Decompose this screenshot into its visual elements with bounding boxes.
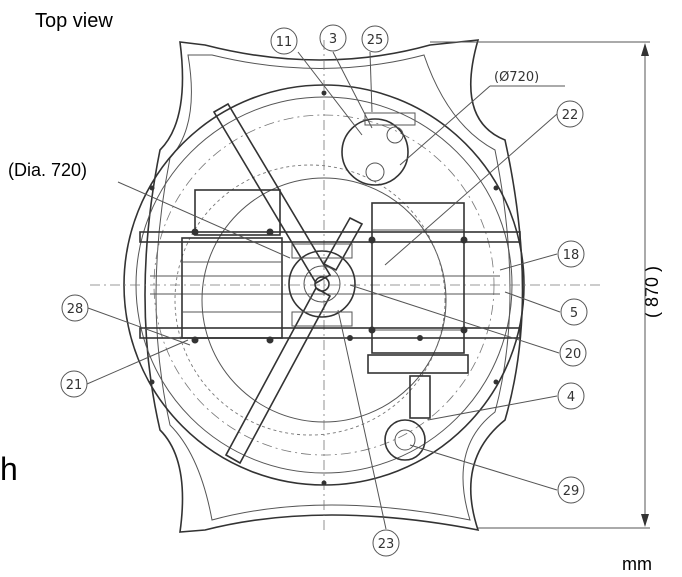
right-motor-base xyxy=(367,354,469,374)
dash-circle-mid xyxy=(174,164,446,436)
callout-4: 4 xyxy=(557,382,585,410)
left-frame xyxy=(181,237,283,339)
aux-unit-bottom-inner xyxy=(394,429,416,451)
svg-text:25: 25 xyxy=(367,33,384,48)
view-title: Top view xyxy=(35,10,113,32)
callout-20: 20 xyxy=(559,339,587,367)
svg-text:11: 11 xyxy=(276,35,293,50)
central-hub xyxy=(288,250,356,318)
left-motor-housing xyxy=(194,189,281,236)
hub-bracket xyxy=(291,311,353,327)
diameter-label: (Dia. 720) xyxy=(8,160,87,180)
dimension-arrow-top xyxy=(641,43,649,56)
svg-text:22: 22 xyxy=(562,108,579,123)
aux-motor-top-clamp xyxy=(364,112,416,126)
callout-23: 23 xyxy=(372,529,400,557)
arm-lower-left xyxy=(224,286,332,465)
outer-guard-frame xyxy=(144,39,524,533)
central-hub-inner xyxy=(303,265,341,303)
svg-text:29: 29 xyxy=(563,484,580,499)
height-dimension-label: ( 870 ) xyxy=(642,266,662,318)
svg-text:21: 21 xyxy=(66,378,83,393)
beam-lower xyxy=(139,327,521,339)
callout-22: 22 xyxy=(556,100,584,128)
bolt-group xyxy=(149,90,499,486)
drawing-diameter-label: (Ø720) xyxy=(494,70,539,85)
aux-motor-top-port xyxy=(365,162,385,182)
dimension-arrow-bottom xyxy=(641,514,649,527)
right-motor-housing xyxy=(371,202,465,354)
outer-guard-inner-line xyxy=(155,54,511,521)
aux-motor-top xyxy=(341,118,409,186)
callout-18: 18 xyxy=(557,240,585,268)
callout-28: 28 xyxy=(61,294,89,322)
svg-text:5: 5 xyxy=(570,306,578,321)
callout-29: 29 xyxy=(557,476,585,504)
unit-label: mm xyxy=(622,554,652,574)
arm-upper-right xyxy=(322,216,364,272)
arm-upper-left xyxy=(212,102,332,285)
callout-3: 3 xyxy=(319,24,347,52)
aux-unit-column xyxy=(409,375,431,419)
callout-5: 5 xyxy=(560,298,588,326)
leader xyxy=(399,85,491,166)
svg-text:23: 23 xyxy=(378,537,395,552)
callout-21: 21 xyxy=(60,370,88,398)
aux-unit-bottom xyxy=(384,419,426,461)
central-hub-core xyxy=(314,276,330,292)
svg-text:4: 4 xyxy=(567,390,575,405)
svg-text:20: 20 xyxy=(565,347,582,362)
beam-upper xyxy=(139,231,521,243)
svg-text:3: 3 xyxy=(329,32,337,47)
callout-25: 25 xyxy=(361,25,389,53)
callout-11: 11 xyxy=(270,27,298,55)
leader-lines xyxy=(86,51,561,530)
aux-motor-top-port xyxy=(386,126,404,144)
hub-bracket xyxy=(291,243,353,259)
svg-text:18: 18 xyxy=(563,248,580,263)
svg-text:28: 28 xyxy=(67,302,84,317)
stray-letter: h xyxy=(0,451,18,487)
